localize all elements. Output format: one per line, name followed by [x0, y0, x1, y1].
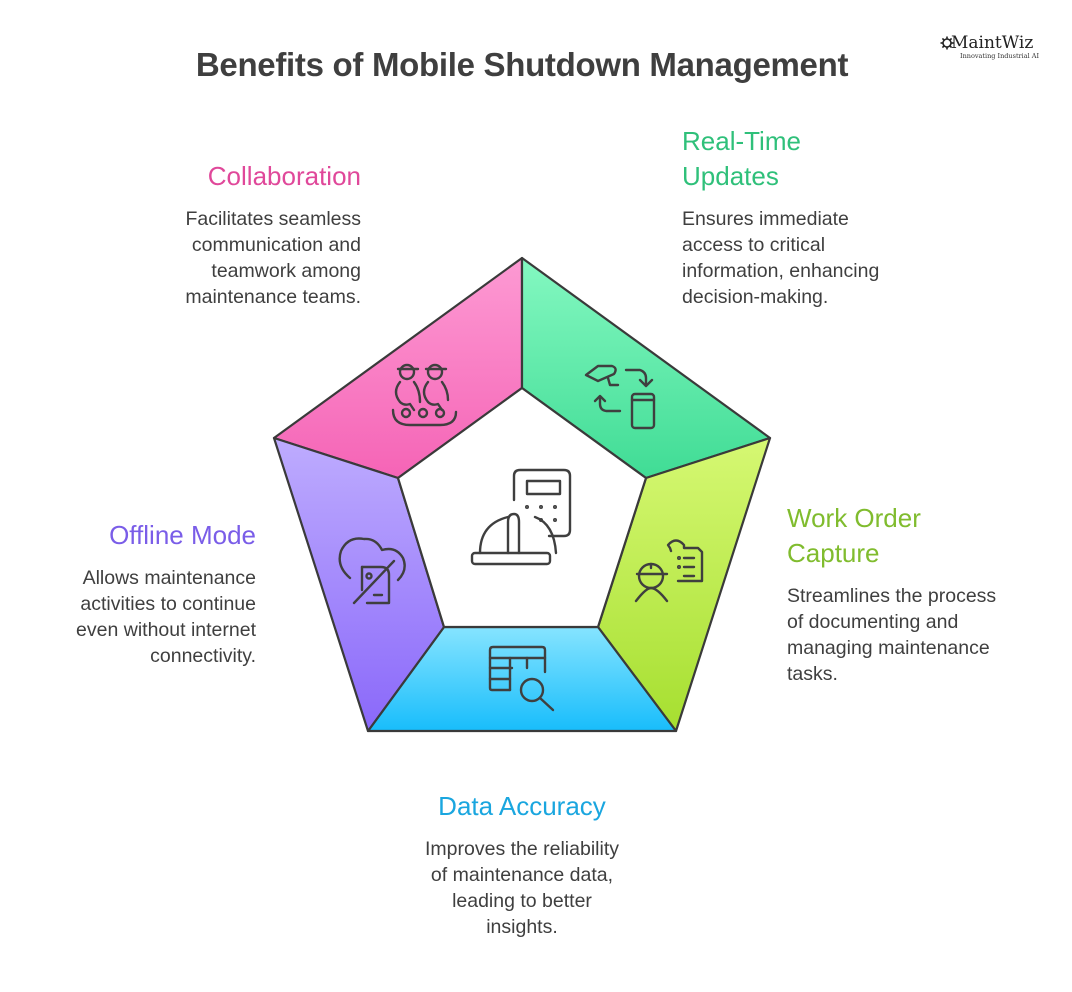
- hardhat-controller-icon: [470, 468, 572, 566]
- camera-sync-phone-icon: [584, 364, 656, 430]
- gear-icon: [940, 36, 954, 50]
- page-title: Benefits of Mobile Shutdown Management: [195, 46, 849, 83]
- data-accuracy-heading: Data Accuracy: [438, 791, 606, 821]
- worker-clipboard-icon: [634, 539, 704, 603]
- offline-mode-heading: Offline Mode: [109, 520, 256, 550]
- real-time-updates-heading: Real-Time Updates: [682, 126, 801, 191]
- logo-name: MaintWiz: [951, 33, 1034, 53]
- logo-tagline: Innovating Industrial AI: [960, 52, 1040, 60]
- benefit-data-accuracy: Data Accuracy Improves the reliability o…: [372, 789, 672, 940]
- team-workers-icon: [391, 363, 458, 427]
- benefit-offline-mode: Offline Mode Allows maintenance activiti…: [20, 518, 256, 669]
- data-accuracy-description: Improves the reliability of maintenance …: [425, 838, 619, 938]
- brand-logo: MaintWiz Innovating Industrial AI: [940, 34, 1050, 60]
- benefit-collaboration: Collaboration Facilitates seamless commu…: [120, 159, 361, 310]
- benefit-work-order-capture: Work Order Capture Streamlines the proce…: [787, 501, 1057, 687]
- inner-pentagon: [396, 386, 648, 629]
- real-time-updates-description: Ensures immediate access to critical inf…: [682, 208, 880, 308]
- benefit-real-time-updates: Real-Time Updates Ensures immediate acce…: [682, 124, 942, 310]
- work-order-capture-heading: Work Order Capture: [787, 503, 921, 568]
- table-search-icon: [488, 645, 555, 712]
- collaboration-description: Facilitates seamless communication and t…: [185, 208, 361, 308]
- offline-mode-description: Allows maintenance activities to continu…: [76, 567, 256, 667]
- collaboration-heading: Collaboration: [207, 161, 361, 191]
- work-order-capture-description: Streamlines the process of documenting a…: [787, 585, 997, 685]
- cloud-offline-icon: [338, 537, 406, 605]
